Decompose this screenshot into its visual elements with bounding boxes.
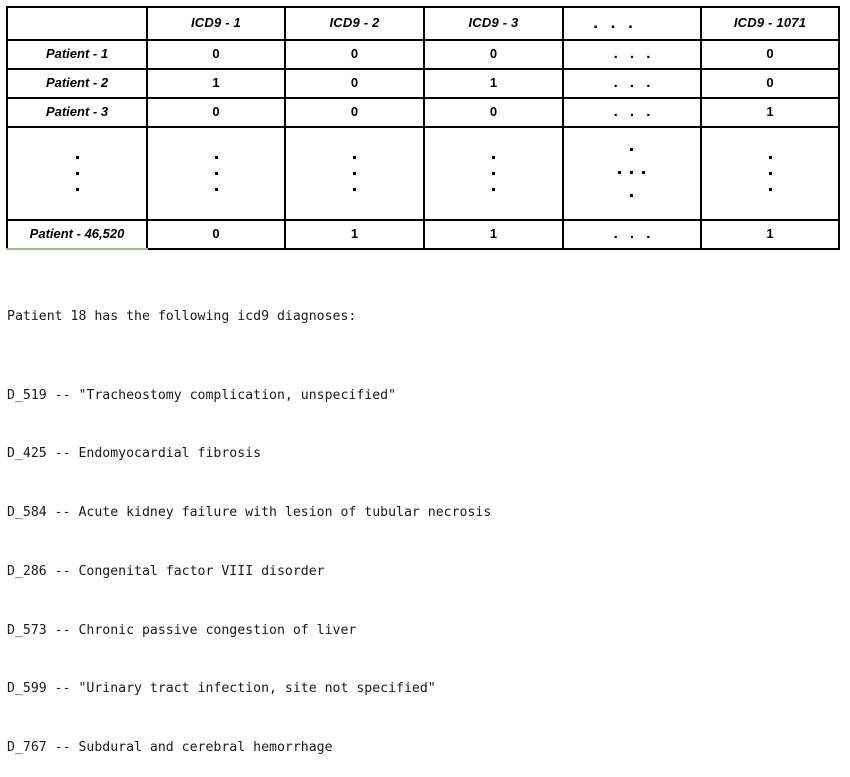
diagnosis-line-d425: D_425 -- Endomyocardial fibrosis [7,446,262,462]
cross-ellipsis-icon [602,138,662,208]
diagnosis-line-d573: D_573 -- Chronic passive congestion of l… [7,622,357,638]
table-corner-cell [6,6,148,41]
diagnoses-intro-line: Patient 18 has the following icd9 diagno… [7,309,357,325]
diagnosis-line-d286: D_286 -- Congenital factor VIII disorder [7,563,325,579]
cell-p3-c2: 0 [284,96,425,128]
cell-p1-c1071: 0 [700,38,840,70]
column-header-icd9-3: ICD9 - 3 [423,6,564,41]
column-header-icd9-1: ICD9 - 1 [146,6,286,41]
diagnoses-text-block: Patient 18 has the following icd9 diagno… [7,268,707,777]
cell-ellipsis-c1 [146,125,286,221]
cell-p2-c3: 1 [423,67,564,99]
cell-plast-c1: 0 [146,218,286,251]
column-header-icd9-2: ICD9 - 2 [284,6,425,41]
table-row: Patient - 46,520 0 1 1 . . . 1 [6,218,840,251]
cell-p1-c2: 0 [284,38,425,70]
cell-p1-c3: 0 [423,38,564,70]
row-label-patient-46520: Patient - 46,520 [6,218,148,251]
cell-p3-c1: 0 [146,96,286,128]
vertical-ellipsis-icon [286,128,423,219]
column-header-icd9-1071: ICD9 - 1071 [700,6,840,41]
table-ellipsis-row [6,125,840,221]
cell-p2-ellipsis: . . . [562,67,702,99]
cell-plast-ellipsis: . . . [562,218,702,251]
cell-p2-c1: 1 [146,67,286,99]
vertical-ellipsis-icon [702,128,838,219]
row-label-patient-3: Patient - 3 [6,96,148,128]
table-row: Patient - 2 1 0 1 . . . 0 [6,67,840,99]
cell-p2-c2: 0 [284,67,425,99]
vertical-ellipsis-icon [425,128,562,219]
cell-ellipsis-c3 [423,125,564,221]
vertical-ellipsis-icon [148,128,284,219]
cell-ellipsis-cross [562,125,702,221]
cell-plast-c3: 1 [423,218,564,251]
patient-icd9-matrix-table: ICD9 - 1 ICD9 - 2 ICD9 - 3 . . . ICD9 - … [6,6,840,251]
cell-p3-c1071: 1 [700,96,840,128]
table-row: Patient - 3 0 0 0 . . . 1 [6,96,840,128]
cell-ellipsis-c1071 [700,125,840,221]
cell-plast-c2: 1 [284,218,425,251]
cell-p3-ellipsis: . . . [562,96,702,128]
cell-p1-ellipsis: . . . [562,38,702,70]
diagnosis-line-d519: D_519 -- "Tracheostomy complication, uns… [7,387,397,403]
matrix-table: ICD9 - 1 ICD9 - 2 ICD9 - 3 . . . ICD9 - … [6,6,840,251]
table-row: Patient - 1 0 0 0 . . . 0 [6,38,840,70]
diagnosis-line-d584: D_584 -- Acute kidney failure with lesio… [7,505,492,521]
row-label-patient-1: Patient - 1 [6,38,148,70]
cell-p3-c3: 0 [423,96,564,128]
table-header-row: ICD9 - 1 ICD9 - 2 ICD9 - 3 . . . ICD9 - … [6,6,840,41]
vertical-ellipsis-icon [8,128,146,219]
column-header-ellipsis: . . . [562,6,702,41]
cell-p2-c1071: 0 [700,67,840,99]
row-label-patient-2: Patient - 2 [6,67,148,99]
row-label-vertical-ellipsis [6,125,148,221]
diagnosis-line-d767: D_767 -- Subdural and cerebral hemorrhag… [7,740,333,756]
cell-plast-c1071: 1 [700,218,840,251]
diagnosis-line-d599: D_599 -- "Urinary tract infection, site … [7,681,436,697]
cell-p1-c1: 0 [146,38,286,70]
cell-ellipsis-c2 [284,125,425,221]
